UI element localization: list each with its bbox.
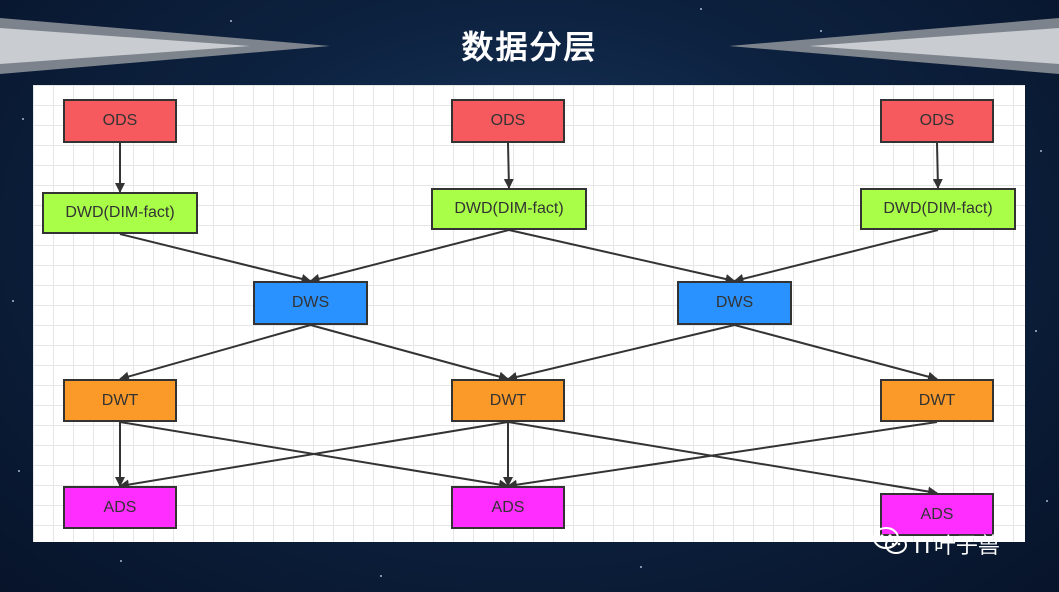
node-dws-1[interactable]: DWS (253, 281, 368, 325)
edge-dwt-2-to-ads-3 (507, 421, 938, 497)
node-dwd-3[interactable]: DWD(DIM-fact) (860, 188, 1016, 230)
edge-dws-1-to-dwt-1 (119, 324, 311, 382)
node-dwd-1[interactable]: DWD(DIM-fact) (42, 192, 198, 234)
edge-dwd-2-to-dws-2 (508, 229, 736, 284)
node-ods-2[interactable]: ODS (451, 99, 565, 143)
wechat-icon (872, 526, 908, 562)
node-dwt-3[interactable]: DWT (880, 379, 994, 422)
right-banner-decoration (729, 18, 1059, 74)
node-ads-1[interactable]: ADS (63, 486, 177, 529)
node-dwt-2[interactable]: DWT (451, 379, 565, 422)
edge-dwt-3-to-ads-2 (507, 421, 938, 490)
diagram-canvas: ODS ODS ODS DWD(DIM-fact) DWD(DIM-fact) … (33, 85, 1025, 542)
edge-dwd-3-to-dws-2 (733, 229, 939, 284)
edge-dws-1-to-dwt-2 (310, 324, 509, 382)
edge-dwd-2-to-dws-1 (309, 229, 510, 284)
edge-ods-3-to-dwd-3 (932, 142, 943, 189)
edge-dws-2-to-dwt-3 (734, 324, 938, 382)
watermark: IT叶子兽 (872, 526, 1000, 562)
edge-dwd-1-to-dws-1 (119, 233, 312, 284)
node-dws-2[interactable]: DWS (677, 281, 792, 325)
diagram-edges (115, 142, 943, 497)
node-ods-3[interactable]: ODS (880, 99, 994, 143)
edge-ods-2-to-dwd-2 (503, 142, 514, 189)
edge-dwt-2-to-ads-1 (119, 421, 509, 490)
left-banner-decoration (0, 18, 330, 74)
node-dwd-2[interactable]: DWD(DIM-fact) (431, 188, 587, 230)
node-dwt-1[interactable]: DWT (63, 379, 177, 422)
node-ads-3[interactable]: ADS (880, 493, 994, 536)
node-ods-1[interactable]: ODS (63, 99, 177, 143)
slide-title: 数据分层 (461, 28, 598, 66)
node-ads-2[interactable]: ADS (451, 486, 565, 529)
edge-dws-2-to-dwt-2 (507, 324, 735, 382)
watermark-text: IT叶子兽 (914, 534, 1000, 559)
